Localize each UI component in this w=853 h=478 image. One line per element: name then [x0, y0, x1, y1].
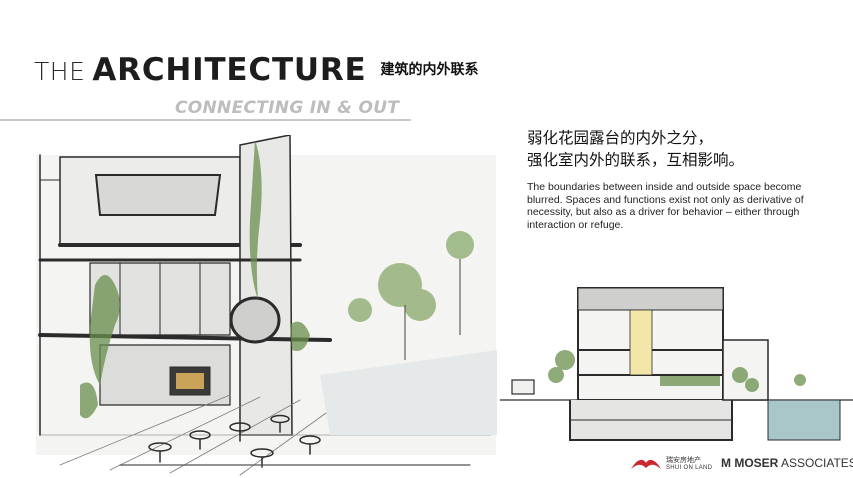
m-moser-logo: M MOSER ASSOCIATES [721, 456, 853, 470]
m-moser-rest: ASSOCIATES [778, 456, 853, 470]
chinese-heading-line-2: 强化室内外的联系，互相影响。 [527, 151, 745, 169]
title-divider [0, 119, 411, 121]
title-prefix: THE [34, 57, 86, 86]
section-subtitle: CONNECTING IN & OUT [175, 98, 400, 118]
shui-on-en: SHUI ON LAND [666, 465, 713, 471]
architecture-perspective-sketch [36, 135, 497, 476]
english-description: The boundaries between inside and outsid… [527, 181, 804, 231]
building-section-sketch [500, 287, 853, 441]
title-main: ARCHITECTURE [92, 52, 367, 88]
chinese-heading: 弱化花园露台的内外之分， 强化室内外的联系，互相影响。 [527, 127, 827, 171]
m-moser-bold: M MOSER [721, 456, 779, 470]
shui-on-bird-icon [631, 459, 661, 469]
chinese-heading-line-1: 弱化花园露台的内外之分， [527, 129, 714, 147]
title-chinese: 建筑的内外联系 [380, 62, 479, 78]
shui-on-cn: 瑞安房地产 [666, 456, 701, 464]
shui-on-land-logo: 瑞安房地产 SHUI ON LAND [630, 453, 712, 475]
